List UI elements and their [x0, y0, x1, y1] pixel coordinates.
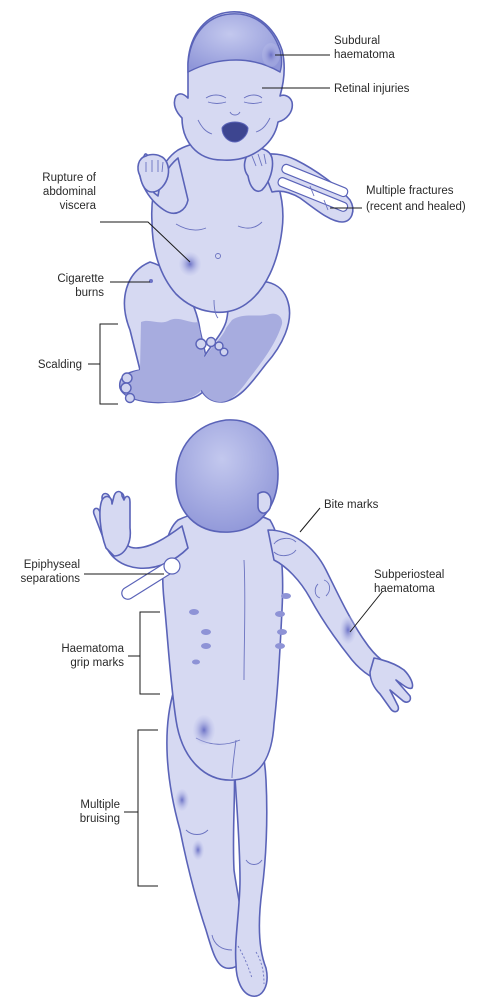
back-raised-hand	[100, 492, 130, 557]
label-epiphyseal-2: separations	[21, 573, 81, 585]
label-grip-1: Haematoma	[61, 643, 124, 655]
bruise-thigh	[175, 789, 189, 811]
label-rupture-2: abdominal	[43, 186, 96, 198]
front-head	[174, 12, 292, 160]
label-fractures-1: Multiple fractures	[366, 185, 454, 197]
back-right-hand	[370, 658, 413, 712]
label-bruising-1: Multiple	[80, 799, 120, 811]
front-infant-figure	[120, 12, 353, 403]
abdominal-bruise	[179, 252, 201, 276]
label-scalding: Scalding	[38, 359, 82, 371]
back-head	[176, 420, 278, 532]
label-cigarette-2: burns	[75, 287, 104, 299]
bruise-buttock	[193, 715, 215, 745]
label-bite: Bite marks	[324, 499, 379, 511]
label-subdural-1: Subdural	[334, 35, 380, 47]
label-fractures-2: (recent and healed)	[366, 201, 466, 213]
label-epiphyseal-1: Epiphyseal	[24, 559, 80, 571]
label-rupture-1: Rupture of	[42, 172, 97, 184]
subperiosteal-bruise	[340, 616, 356, 644]
bruise-calf	[192, 840, 204, 860]
label-bruising-2: bruising	[80, 813, 120, 825]
label-subperiosteal-2: haematoma	[374, 583, 435, 595]
label-retinal: Retinal injuries	[334, 83, 410, 95]
label-rupture-3: viscera	[60, 200, 97, 212]
label-subdural-2: haematoma	[334, 49, 395, 61]
label-grip-2: grip marks	[70, 657, 124, 669]
label-subperiosteal-1: Subperiosteal	[374, 569, 444, 581]
label-cigarette-1: Cigarette	[57, 273, 104, 285]
